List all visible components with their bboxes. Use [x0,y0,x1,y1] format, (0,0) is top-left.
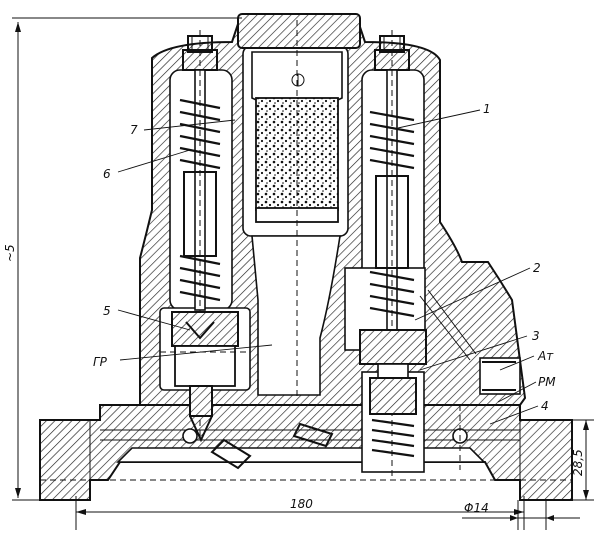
left-valve [160,311,250,443]
label-3: 3 [532,329,540,343]
label-6: 6 [103,167,111,181]
label-5: 5 [103,304,111,318]
filter-element [255,20,339,400]
dimension-lines [12,17,594,530]
dimension-height-left: ~5 [3,244,17,262]
bottom-fittings [182,405,468,470]
dimension-width: 180 [290,497,313,511]
label-gr: ГР [93,355,108,369]
label-at: Ат [537,349,554,363]
label-rm: РМ [538,375,556,389]
label-4: 4 [541,399,549,413]
dimension-diameter: Φ14 [464,501,489,515]
leader-lines [117,109,539,425]
label-1: 1 [483,102,491,116]
dimension-height-right: 28,5 [571,449,585,476]
right-valve [359,289,477,458]
label-7: 7 [130,123,138,137]
top-cap [237,13,361,110]
label-2: 2 [533,261,541,275]
base-plate [39,404,573,501]
